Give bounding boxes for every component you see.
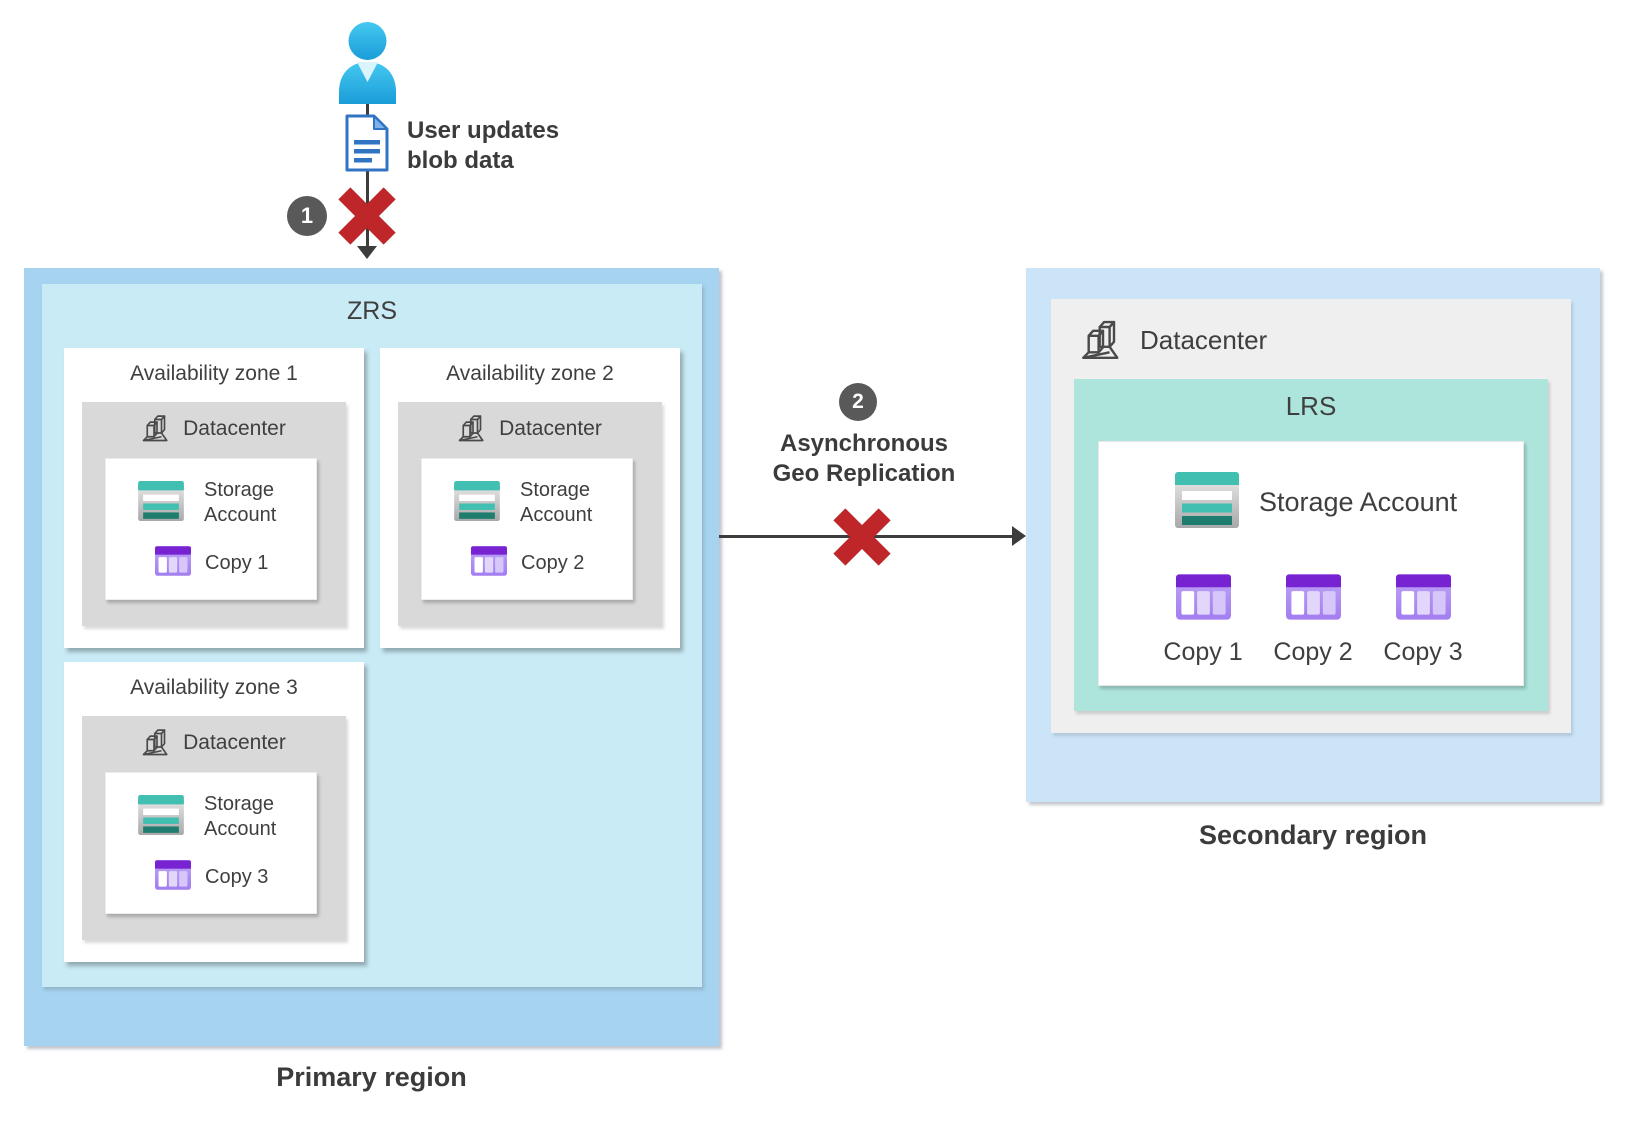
storage-account-label: Storage Account [520, 479, 593, 526]
user-action-line1: User updates [407, 117, 560, 144]
copy-icon [155, 860, 191, 895]
copy-icon [471, 546, 507, 581]
user-action-label: User updates blob data [407, 116, 559, 176]
storage-box: Storage Account [421, 458, 633, 600]
primary-region-label: Primary region [276, 1062, 467, 1092]
storage-account-icon [1175, 472, 1239, 533]
storage-account-row: Storage Account [138, 792, 302, 842]
copy-icon [1148, 574, 1258, 625]
storage-box: Storage Account [105, 458, 317, 600]
copy-label: Copy 2 [1273, 638, 1353, 666]
down-arrowhead-icon [357, 246, 377, 259]
replication-failure-x-icon [829, 504, 895, 575]
copy-icon [155, 546, 191, 581]
storage-account-row: Storage Account [454, 478, 618, 528]
copy-label: Copy 1 [205, 552, 269, 574]
copy-icon [1368, 574, 1478, 625]
storage-box: Storage Account [105, 772, 317, 914]
datacenter-label: Datacenter [183, 417, 286, 440]
storage-account-icon [138, 480, 184, 526]
secondary-region-label: Secondary region [1198, 820, 1428, 850]
blob-document-icon [345, 114, 389, 177]
storage-account-icon [454, 480, 500, 526]
datacenter-icon [458, 412, 488, 447]
datacenter-box: Datacenter [82, 716, 346, 940]
user-action-line2: blob data [407, 147, 514, 174]
datacenter-box: Datacenter [82, 402, 346, 626]
availability-zone-1-box: Availability zone 1 Datacenter [64, 348, 364, 648]
datacenter-header: Datacenter [82, 725, 346, 761]
replication-line2: Geo Replication [772, 460, 956, 487]
user-icon [331, 16, 404, 109]
copy-label: Copy 1 [1163, 638, 1243, 666]
copy-item: Copy 2 [1258, 574, 1368, 667]
zone-title: Availability zone 3 [130, 676, 298, 699]
zone-title: Availability zone 2 [446, 362, 614, 385]
datacenter-box: Datacenter [398, 402, 662, 626]
storage-account-icon [138, 794, 184, 840]
primary-region-box: ZRS Availability zone 1 Datacenter [24, 268, 719, 1046]
datacenter-header: Datacenter [1081, 313, 1267, 367]
datacenter-icon [142, 726, 172, 761]
down-arrow-line [366, 102, 369, 249]
step-2-badge: 2 [839, 383, 877, 421]
copy-label: Copy 3 [1383, 638, 1463, 666]
storage-account-label: Storage Account [204, 793, 277, 840]
datacenter-icon [1081, 316, 1125, 365]
step-1-badge: 1 [287, 196, 327, 236]
secondary-region-box: Datacenter LRS [1026, 268, 1600, 802]
availability-zone-3-box: Availability zone 3 Datacenter [64, 662, 364, 962]
zone-title: Availability zone 1 [130, 362, 298, 385]
copy-row: Copy 2 [471, 546, 584, 581]
copy-item: Copy 3 [1368, 574, 1478, 667]
datacenter-label: Datacenter [1140, 324, 1268, 355]
storage-account-label: Storage Account [1259, 487, 1458, 517]
replication-label: Asynchronous Geo Replication [714, 429, 1014, 489]
lrs-box: LRS Storage Account [1074, 379, 1548, 711]
secondary-datacenter-box: Datacenter LRS [1051, 299, 1571, 733]
zrs-box: ZRS Availability zone 1 Datacenter [42, 284, 702, 987]
write-failure-x-icon [334, 183, 400, 254]
storage-box: Storage Account Copy 1 [1098, 441, 1524, 686]
storage-account-label: Storage Account [204, 479, 277, 526]
datacenter-header: Datacenter [82, 411, 346, 447]
copy-icon [1258, 574, 1368, 625]
replication-arrowhead-icon [1012, 526, 1026, 546]
copy-item: Copy 1 [1148, 574, 1258, 667]
zrs-label: ZRS [347, 297, 397, 325]
storage-account-row: Storage Account [1175, 472, 1457, 533]
lrs-label: LRS [1285, 391, 1337, 421]
storage-account-row: Storage Account [138, 478, 302, 528]
datacenter-label: Datacenter [183, 731, 286, 754]
copy-label: Copy 3 [205, 866, 269, 888]
datacenter-header: Datacenter [398, 411, 662, 447]
replication-line1: Asynchronous [779, 430, 949, 457]
datacenter-label: Datacenter [499, 417, 602, 440]
datacenter-icon [142, 412, 172, 447]
copy-label: Copy 2 [521, 552, 585, 574]
copy-row: Copy 1 [155, 546, 268, 581]
availability-zone-2-box: Availability zone 2 Datacenter [380, 348, 680, 648]
copy-row: Copy 3 [155, 860, 268, 895]
